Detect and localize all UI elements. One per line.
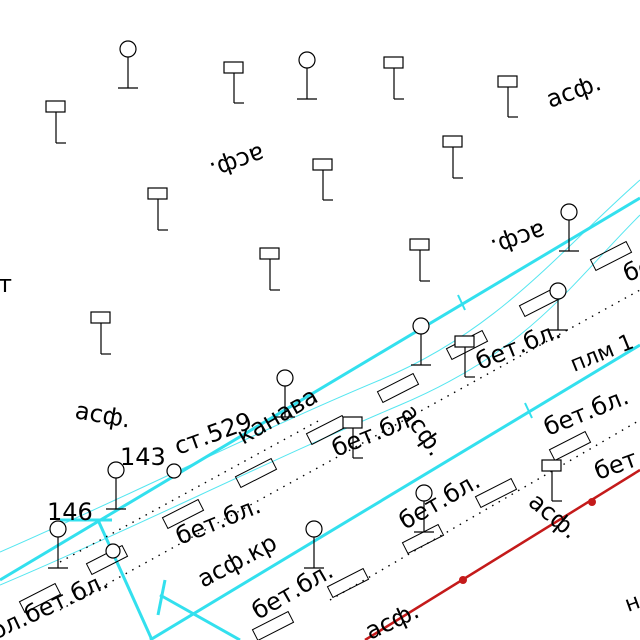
label-concrete-block: бет.бл. <box>472 316 565 375</box>
concrete-block-icon <box>251 610 295 640</box>
road-edge-lower <box>0 214 640 586</box>
road-edge-upper <box>0 179 640 553</box>
label-asph: асф. <box>361 596 424 640</box>
label-edge-t: т <box>0 270 12 298</box>
round-sign-icon <box>548 282 568 331</box>
concrete-block-icon <box>376 372 420 404</box>
label-point-143: 143 <box>120 443 166 471</box>
road-edges <box>0 179 640 586</box>
square-sign-icon <box>312 158 333 201</box>
label-concrete-block: бет.бл. <box>540 382 633 441</box>
round-sign-icon <box>118 40 138 89</box>
concrete-block-icon <box>474 477 518 509</box>
label-plm: плм 1 <box>567 330 638 378</box>
round-sign-icon <box>275 369 295 418</box>
rail-line <box>364 468 640 640</box>
round-signs <box>48 40 579 569</box>
concrete-block-icon <box>85 544 129 576</box>
label-asph: асф. <box>542 68 604 113</box>
square-sign-icon <box>223 61 244 104</box>
dotted-edges <box>59 289 640 611</box>
map-labels: асф. асф. асф. асф. асф. асф. асф. асф.к… <box>0 68 640 640</box>
square-sign-icon <box>90 311 111 355</box>
label-concrete-block: бет.бл. <box>394 466 485 535</box>
concrete-block-icon <box>326 567 370 599</box>
dotted-edge-1 <box>59 289 640 611</box>
round-sign-icon <box>48 520 68 569</box>
label-point-146: 146 <box>47 498 93 526</box>
concrete-block-icon <box>401 523 445 555</box>
round-sign-icon <box>166 463 182 479</box>
label-concrete-block: бет <box>590 444 640 485</box>
square-sign-icon <box>497 75 518 118</box>
concrete-block-icon <box>234 457 278 489</box>
utility-branch-d <box>156 579 167 616</box>
utility-lines <box>0 196 640 640</box>
tick-2 <box>524 402 533 419</box>
round-sign-icon <box>304 520 324 569</box>
utility-branch-b <box>96 519 154 640</box>
concrete-block-icon <box>589 240 633 272</box>
square-signs <box>45 56 562 502</box>
utility-ticks <box>457 294 533 419</box>
square-sign-icon <box>383 56 404 100</box>
concrete-block-icon <box>548 430 592 462</box>
round-sign-icon <box>559 203 579 252</box>
rail-node-1 <box>459 576 467 584</box>
square-sign-icon <box>442 135 463 179</box>
square-sign-icon <box>147 187 168 231</box>
square-sign-icon <box>454 335 475 378</box>
round-sign-icon <box>106 461 126 510</box>
square-sign-icon <box>342 416 363 459</box>
concrete-block-icon <box>18 582 62 614</box>
utility-line-main <box>0 196 640 582</box>
rail-line-path <box>364 468 640 640</box>
label-asph: асф. <box>73 396 133 433</box>
round-sign-icon <box>105 543 121 559</box>
round-sign-icon <box>411 317 431 366</box>
label-asph: асф. <box>487 216 549 261</box>
square-sign-icon <box>541 459 562 502</box>
tick-1 <box>457 294 466 311</box>
square-sign-icon <box>45 100 66 144</box>
label-edge-n: н <box>622 589 640 617</box>
square-sign-icon <box>259 247 280 291</box>
rail-node-2 <box>588 498 596 506</box>
label-concrete-block: бет.бл. <box>247 556 338 625</box>
label-asph: асф. <box>206 139 268 184</box>
utility-branch-c <box>159 593 241 640</box>
utility-line-second <box>149 343 640 640</box>
square-sign-icon <box>409 238 430 282</box>
round-sign-icon <box>414 484 434 533</box>
concrete-block-icon <box>161 498 205 530</box>
round-sign-icon <box>297 51 317 100</box>
label-concrete-block: бет.бл. <box>328 403 421 462</box>
